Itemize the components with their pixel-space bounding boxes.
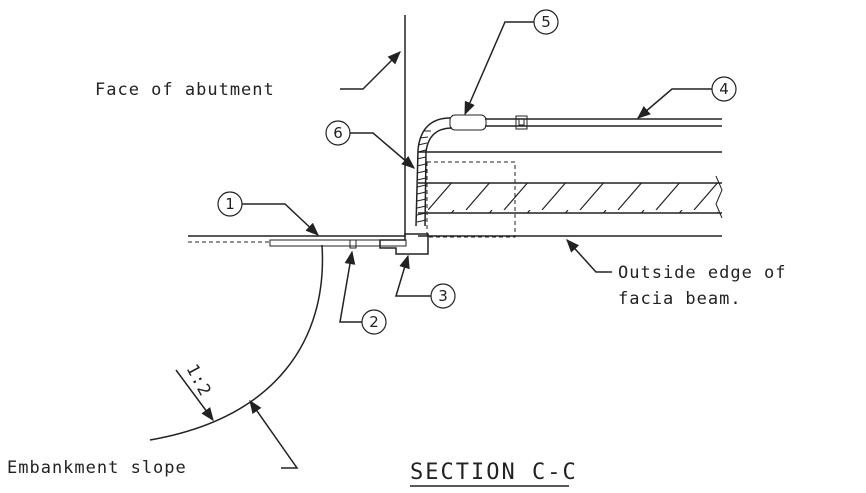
coupling-box: [515, 115, 528, 130]
dashed-bearing-outline: [426, 161, 516, 238]
svg-text:2: 2: [369, 313, 379, 331]
embankment-slope-label: Embankment slope: [7, 458, 187, 478]
ground-slab: [188, 233, 429, 255]
flexible-conduit: [415, 117, 453, 227]
embankment-curve: [149, 244, 324, 441]
top-conduit: [449, 114, 722, 131]
facia-beam: [418, 151, 723, 238]
slope-ratio-label: 1:2: [182, 361, 215, 400]
svg-text:3: 3: [438, 287, 448, 305]
face-of-abutment-label: Face of abutment: [95, 80, 275, 100]
svg-text:6: 6: [333, 124, 343, 142]
anchor-block: [349, 239, 357, 249]
svg-text:4: 4: [719, 80, 729, 98]
junction-fitting: [449, 114, 487, 131]
section-title: SECTION C-C: [410, 460, 578, 485]
svg-text:5: 5: [541, 13, 551, 31]
outside-edge-label: Outside edge of: [618, 263, 787, 283]
svg-text:1: 1: [225, 195, 235, 213]
facia-beam-label: facia beam.: [618, 289, 742, 309]
end-block: [379, 233, 429, 255]
